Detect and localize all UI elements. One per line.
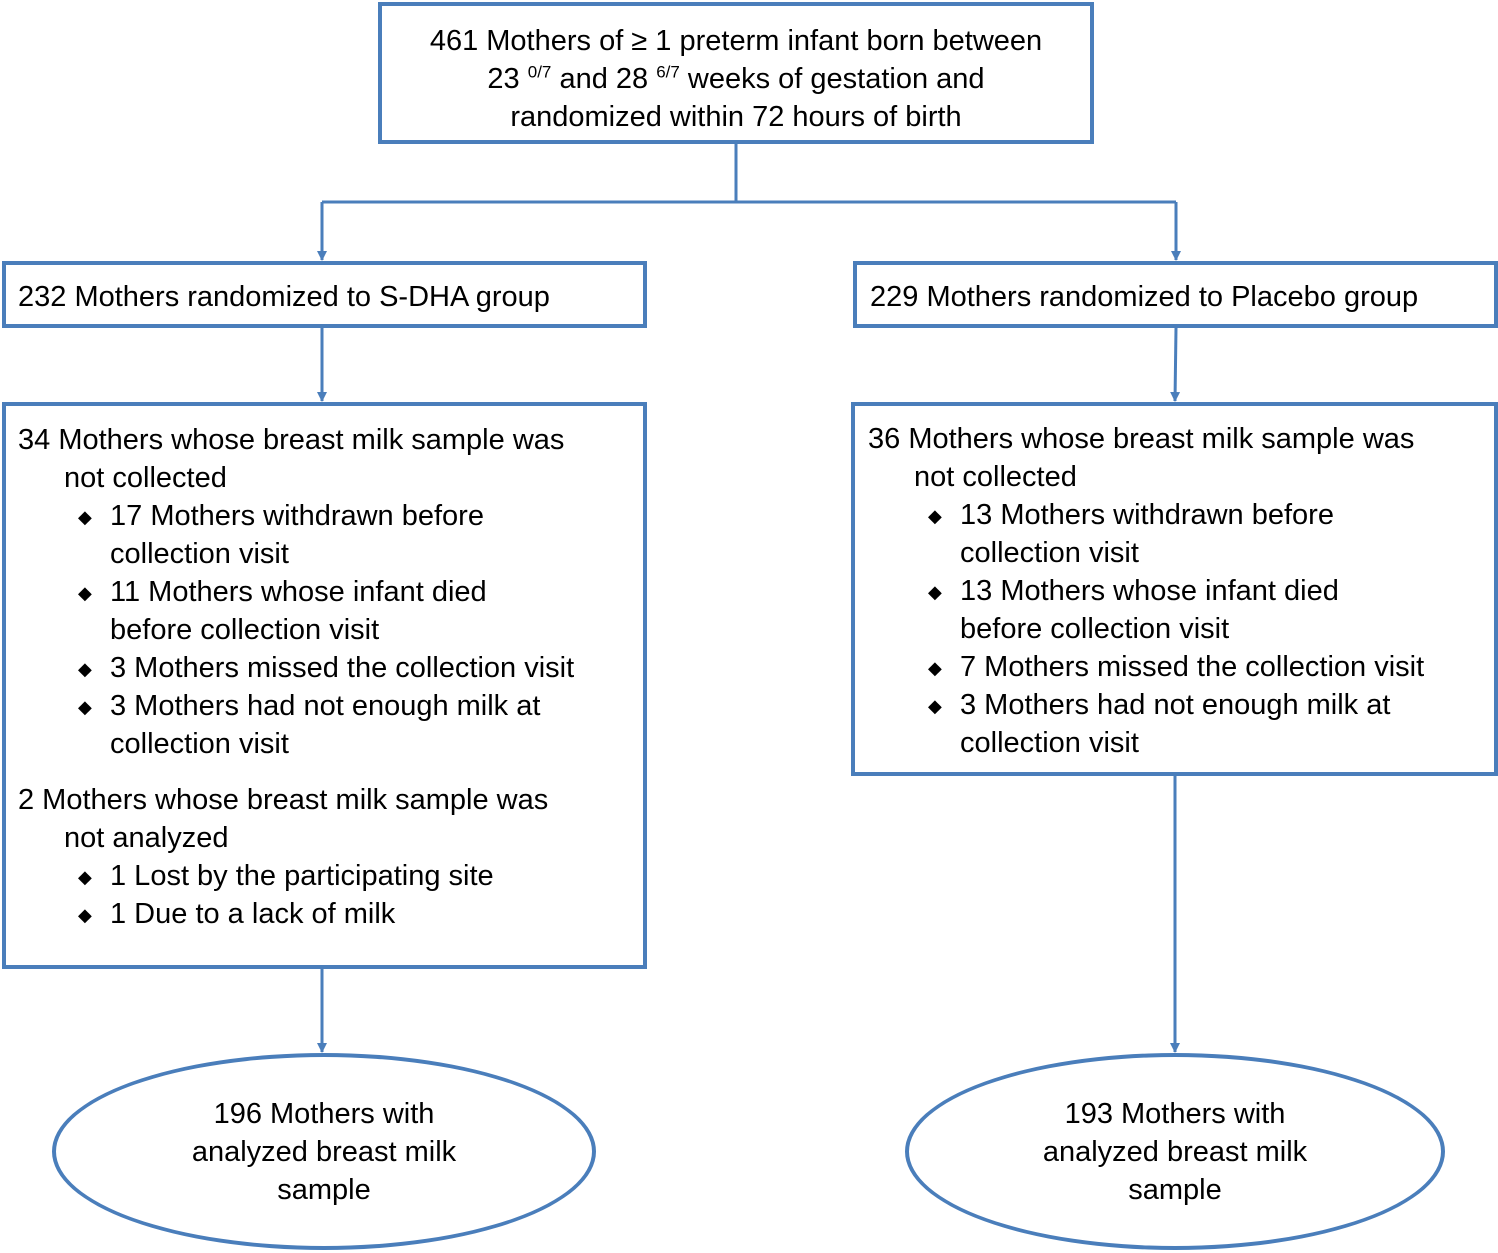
sdha-not-collected-item-text: 3 Mothers had not enough milk at xyxy=(110,690,541,722)
sdha-not-analyzed-heading: 2 Mothers whose breast milk sample was xyxy=(18,784,549,816)
diamond-bullet-icon: ◆ xyxy=(928,658,942,678)
placebo-result-line: analyzed breast milk xyxy=(1042,1135,1308,1168)
sdha-exclusions-box: 34 Mothers whose breast milk sample was … xyxy=(2,402,647,969)
diamond-bullet-icon: ◆ xyxy=(78,697,92,717)
enrollment-line-1: 461 Mothers of ≥ 1 preterm infant born b… xyxy=(429,25,1043,57)
sdha-not-collected-item-text: collection visit xyxy=(110,538,289,570)
sdha-result-line: 196 Mothers with xyxy=(213,1097,435,1130)
diamond-bullet-icon: ◆ xyxy=(78,507,92,527)
sdha-not-collected-item: ◆ 17 Mothers withdrawn before collection v… xyxy=(18,497,643,573)
placebo-not-collected-item-text: 13 Mothers whose infant died xyxy=(960,575,1339,607)
sdha-not-analyzed-item: ◆ 1 Lost by the participating site xyxy=(18,857,643,895)
sdha-not-collected-item-text: 3 Mothers missed the collection visit xyxy=(110,652,575,684)
sdha-group-box: 232 Mothers randomized to S-DHA group xyxy=(2,261,647,328)
placebo-group-label: 229 Mothers randomized to Placebo group xyxy=(870,281,1419,313)
enrollment-box: 461 Mothers of ≥ 1 preterm infant born b… xyxy=(378,2,1094,144)
placebo-not-collected-item-text: 13 Mothers withdrawn before xyxy=(960,499,1334,531)
placebo-not-collected-heading: 36 Mothers whose breast milk sample was xyxy=(868,423,1415,455)
diamond-bullet-icon: ◆ xyxy=(78,659,92,679)
diamond-bullet-icon: ◆ xyxy=(928,506,942,526)
enrollment-line-2: 23 0/7 and 28 6/7 weeks of gestation and xyxy=(487,62,985,95)
arrow-placebo-to-exclusions xyxy=(1170,327,1181,402)
placebo-not-collected-item-text: 3 Mothers had not enough milk at xyxy=(960,689,1391,721)
placebo-not-collected-item: ◆ 3 Mothers had not enough milk at collect… xyxy=(868,686,1494,762)
placebo-not-collected-item: ◆ 7 Mothers missed the collection visit xyxy=(868,648,1494,686)
sdha-not-analyzed-heading-cont: not analyzed xyxy=(64,822,229,854)
diamond-bullet-icon: ◆ xyxy=(78,583,92,603)
placebo-exclusions-box: 36 Mothers whose breast milk sample was … xyxy=(851,402,1498,776)
placebo-result-ellipse: 193 Mothers with analyzed breast milk sa… xyxy=(905,1053,1445,1250)
sdha-not-analyzed-item-text: 1 Lost by the participating site xyxy=(110,860,494,892)
sdha-not-collected-item-text: 17 Mothers withdrawn before xyxy=(110,500,484,532)
sdha-result-line: analyzed breast milk xyxy=(191,1135,457,1168)
sdha-not-collected-item: ◆ 11 Mothers whose infant died before coll… xyxy=(18,573,643,649)
sdha-not-analyzed-item: ◆ 1 Due to a lack of milk xyxy=(18,895,643,933)
placebo-result-line: sample xyxy=(1128,1173,1222,1206)
placebo-not-collected-item-text: 7 Mothers missed the collection visit xyxy=(960,651,1425,683)
sdha-not-collected-heading-cont: not collected xyxy=(64,462,227,494)
diamond-bullet-icon: ◆ xyxy=(78,867,92,887)
placebo-not-collected-heading-cont: not collected xyxy=(914,461,1077,493)
diamond-bullet-icon: ◆ xyxy=(78,905,92,925)
placebo-group-box: 229 Mothers randomized to Placebo group xyxy=(853,261,1498,328)
sdha-not-collected-item-text: before collection visit xyxy=(110,614,380,646)
sdha-not-collected-item: ◆ 3 Mothers had not enough milk at collect… xyxy=(18,687,643,763)
enrollment-line-3: randomized within 72 hours of birth xyxy=(510,101,962,133)
sdha-not-collected-heading: 34 Mothers whose breast milk sample was xyxy=(18,424,565,456)
diamond-bullet-icon: ◆ xyxy=(928,582,942,602)
sdha-result-ellipse: 196 Mothers with analyzed breast milk sa… xyxy=(52,1053,596,1250)
sdha-group-label: 232 Mothers randomized to S-DHA group xyxy=(18,281,550,313)
sdha-result-line: sample xyxy=(277,1173,371,1206)
sdha-not-analyzed-item-text: 1 Due to a lack of milk xyxy=(110,898,396,930)
placebo-not-collected-item-text: before collection visit xyxy=(960,613,1230,645)
placebo-not-collected-list: ◆ 13 Mothers withdrawn before collection v… xyxy=(868,496,1494,762)
sdha-not-collected-list: ◆ 17 Mothers withdrawn before collection v… xyxy=(18,497,643,763)
sdha-not-collected-item-text: 11 Mothers whose infant died xyxy=(110,576,487,608)
placebo-not-collected-item: ◆ 13 Mothers whose infant died before coll… xyxy=(868,572,1494,648)
placebo-result-line: 193 Mothers with xyxy=(1064,1097,1286,1130)
placebo-not-collected-item: ◆ 13 Mothers withdrawn before collection v… xyxy=(868,496,1494,572)
sdha-not-collected-item-text: collection visit xyxy=(110,728,289,760)
sdha-not-collected-item: ◆ 3 Mothers missed the collection visit xyxy=(18,649,643,687)
placebo-not-collected-item-text: collection visit xyxy=(960,727,1139,759)
placebo-not-collected-item-text: collection visit xyxy=(960,537,1139,569)
sdha-not-analyzed-list: ◆ 1 Lost by the participating site ◆ 1 Due … xyxy=(18,857,643,933)
diamond-bullet-icon: ◆ xyxy=(928,696,942,716)
